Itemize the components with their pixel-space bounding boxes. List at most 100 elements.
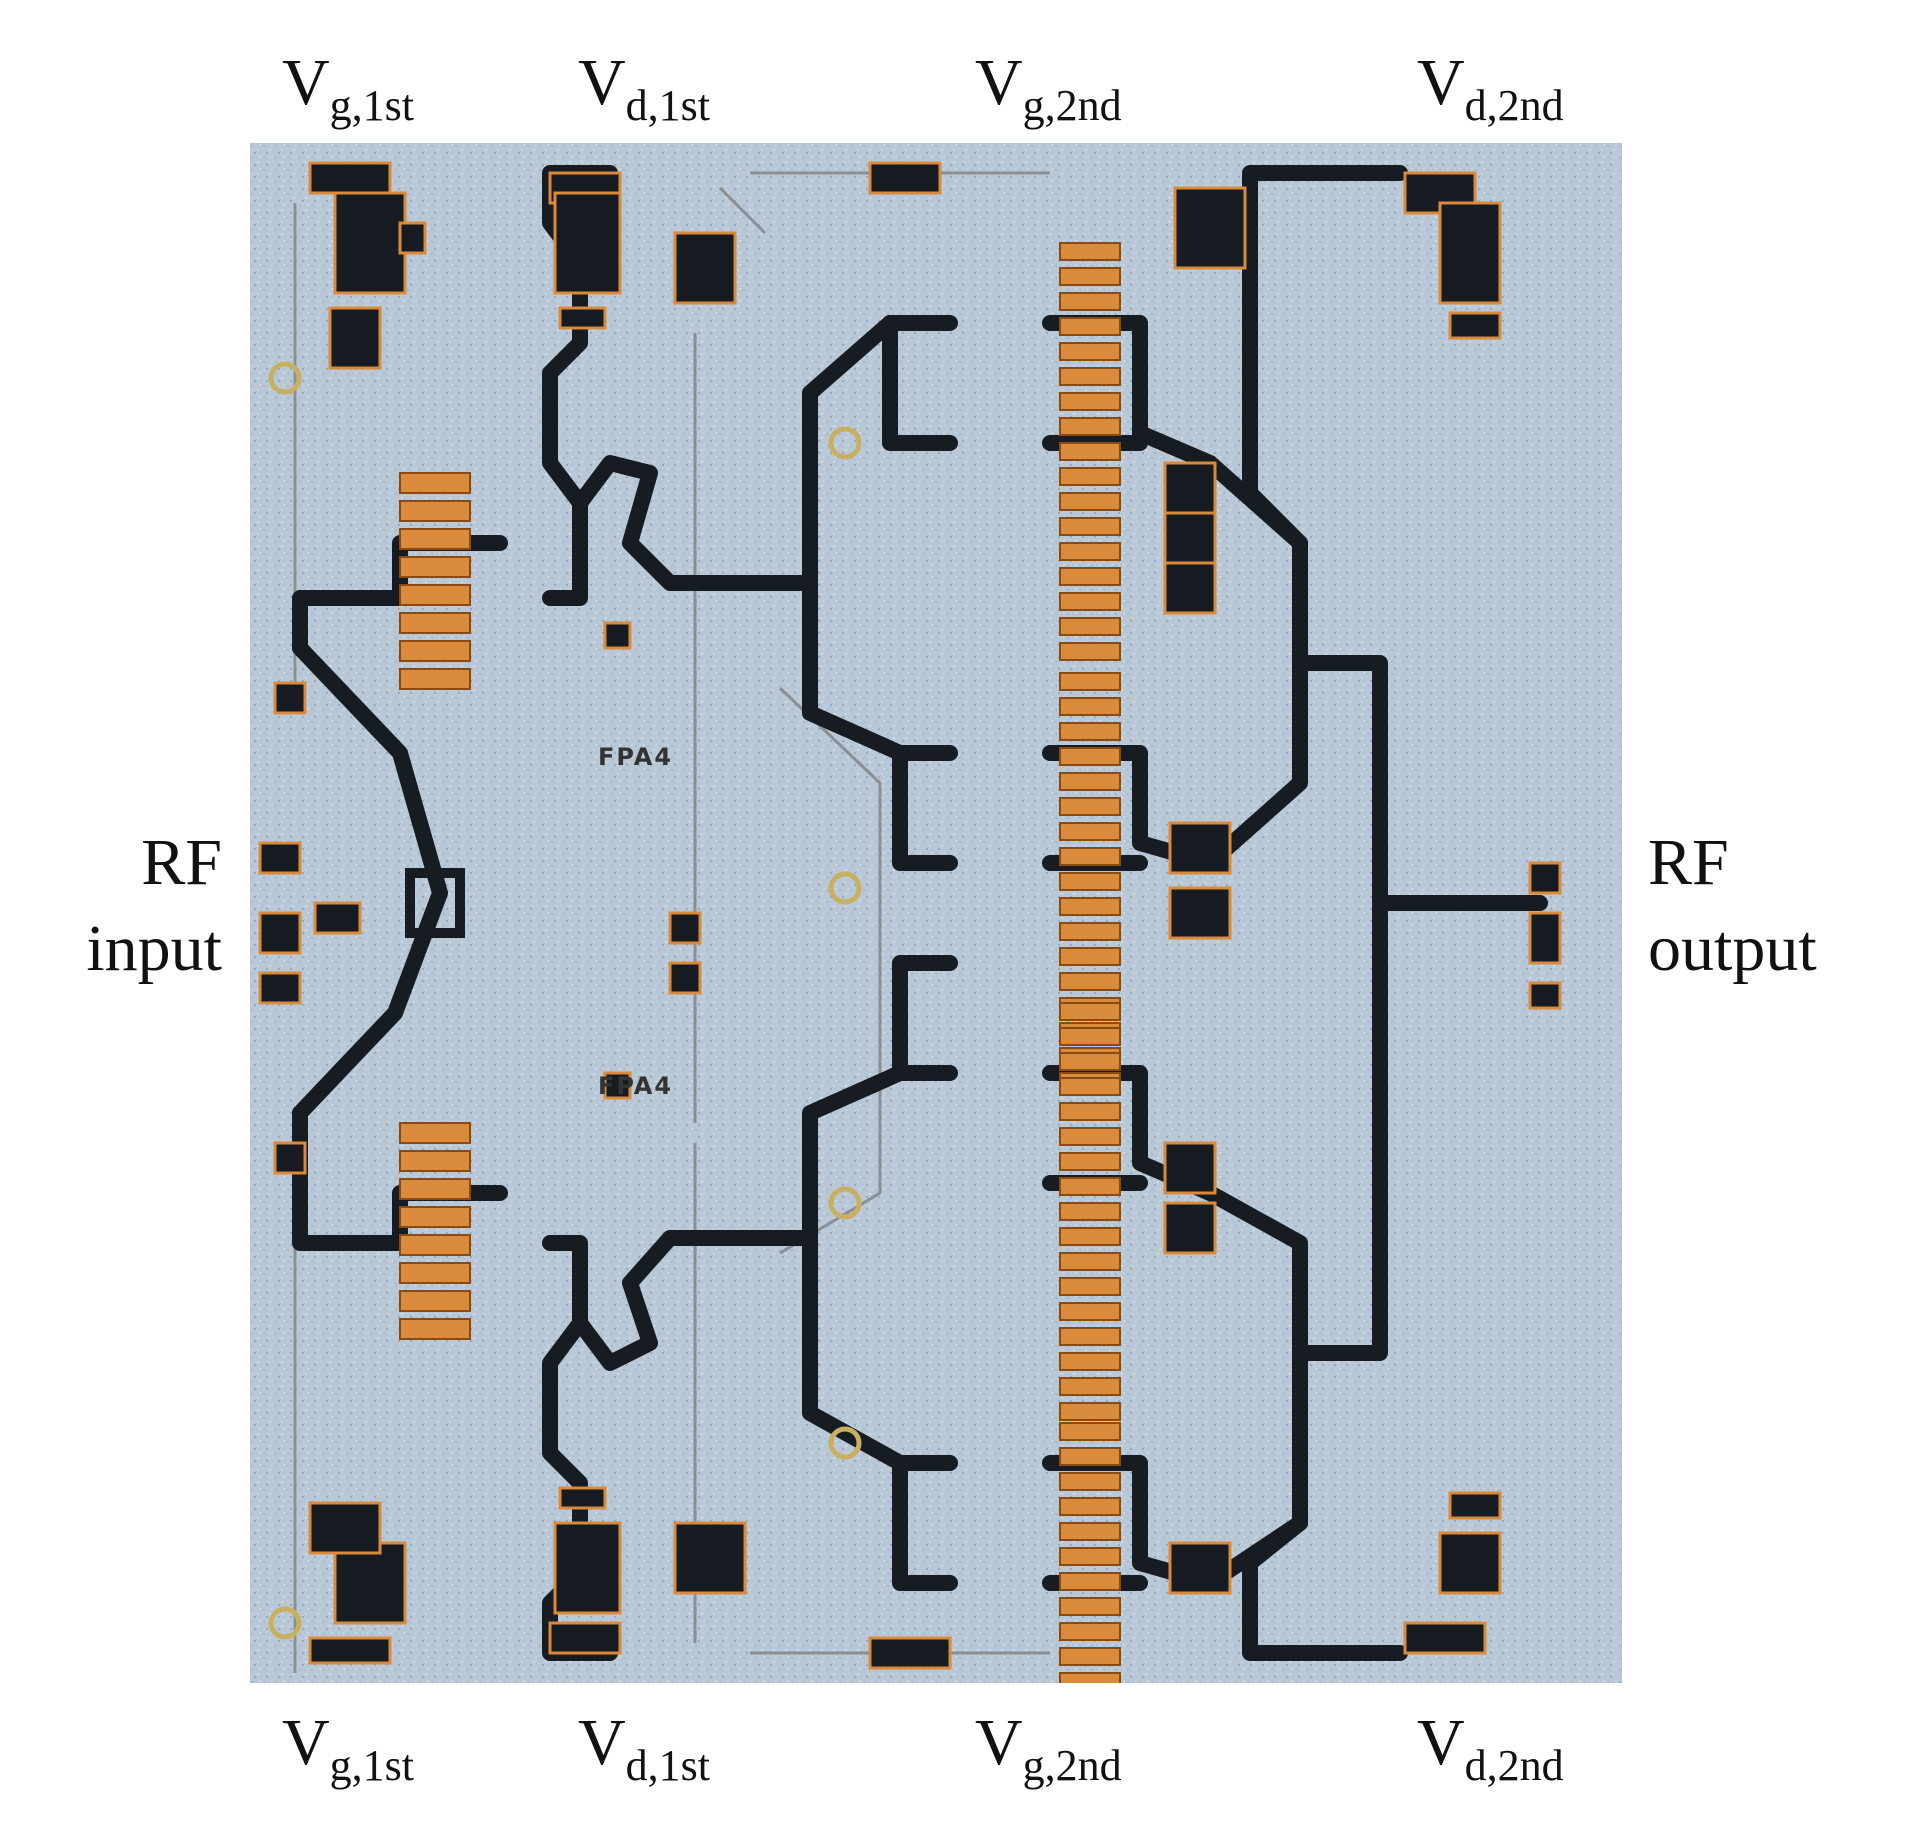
bottom-label-vg-1st: Vg,1st	[282, 1706, 415, 1790]
pad-33	[258, 911, 302, 955]
pad-5	[553, 191, 622, 295]
stage2-q3-finger-0	[1059, 1002, 1121, 1021]
stage2-q3-finger-9	[1059, 1227, 1121, 1246]
trace-14	[892, 745, 958, 871]
pad-25	[333, 1541, 407, 1625]
pad-11	[1438, 201, 1502, 305]
stage2-q1-finger-10	[1059, 492, 1121, 511]
pad-6	[558, 306, 607, 330]
stage2-q3-finger-15	[1059, 1377, 1121, 1396]
pad-1	[333, 191, 407, 295]
pad-23	[1403, 1621, 1487, 1655]
stage2-q1-finger-15	[1059, 617, 1121, 636]
stage1-lower-finger-7	[399, 1318, 471, 1340]
metal-pads	[258, 161, 1562, 1670]
pad-0	[308, 161, 392, 195]
pad-26	[308, 1501, 382, 1555]
stage2-q2-finger-11	[1059, 947, 1121, 966]
pad-15	[1163, 561, 1217, 615]
pad-21	[1438, 1531, 1502, 1595]
via-ring-4	[828, 1186, 862, 1220]
stage2-q1-finger-6	[1059, 392, 1121, 411]
stage1-upper-finger-4	[399, 584, 471, 606]
bottom-label-vg-2nd: Vg,2nd	[975, 1706, 1122, 1790]
stage2-q3-finger-14	[1059, 1352, 1121, 1371]
thin-line-3	[778, 686, 882, 1255]
stage1-lower-finger-5	[399, 1262, 471, 1284]
pad-2	[328, 306, 382, 370]
stage1-upper-finger-3	[399, 556, 471, 578]
stage2-q3-finger-12	[1059, 1302, 1121, 1321]
stage2-q1-finger-2	[1059, 292, 1121, 311]
bottom-label-vd-2nd: Vd,2nd	[1417, 1706, 1564, 1790]
rf-input-line1: RF	[141, 826, 222, 899]
pad-37	[1528, 911, 1562, 965]
stage2-q4-finger-4	[1059, 1522, 1121, 1541]
pad-12	[1448, 311, 1502, 340]
stage2-q1-finger-14	[1059, 592, 1121, 611]
bottom-label-vd-1st: Vd,1st	[578, 1706, 711, 1790]
stage2-q4-finger-9	[1059, 1647, 1121, 1666]
trace-9	[712, 315, 898, 591]
stage1-upper-finger-0	[399, 472, 471, 494]
stage2-q2-finger-0	[1059, 672, 1121, 691]
stage2-q4-finger-0	[1059, 1422, 1121, 1441]
stage1-upper-finger-7	[399, 668, 471, 690]
stage2-q3-finger-16	[1059, 1402, 1121, 1421]
rf-output-line1: RF	[1648, 826, 1729, 899]
trace-30	[1202, 655, 1308, 871]
stage2-q4-finger-2	[1059, 1472, 1121, 1491]
stage2-q1-finger-3	[1059, 317, 1121, 336]
pad-24	[673, 1521, 747, 1595]
stage2-q3-finger-1	[1059, 1027, 1121, 1046]
trace-34	[1242, 1515, 1408, 1661]
stage2-q2-finger-4	[1059, 772, 1121, 791]
pad-27	[308, 1636, 392, 1665]
top-label-vg-1st: Vg,1st	[282, 46, 415, 130]
pad-39	[668, 911, 702, 945]
via-ring-3	[828, 871, 862, 905]
stage1-lower-finger-2	[399, 1178, 471, 1200]
stage2-q2-finger-6	[1059, 822, 1121, 841]
stage2-q3-finger-6	[1059, 1152, 1121, 1171]
pad-19	[1163, 1201, 1217, 1255]
pad-32	[258, 841, 302, 875]
stage2-q3-finger-10	[1059, 1252, 1121, 1271]
pad-35	[313, 901, 362, 935]
stage1-upper-finger-2	[399, 528, 471, 550]
stage1-lower-finger-1	[399, 1150, 471, 1172]
stage2-q2-finger-1	[1059, 697, 1121, 716]
pad-28	[548, 1621, 622, 1655]
stage2-q3-finger-5	[1059, 1127, 1121, 1146]
stage2-q4-finger-10	[1059, 1672, 1121, 1683]
trace-33	[1242, 165, 1408, 551]
top-label-vd-1st: Vd,1st	[578, 46, 711, 130]
trace-0	[292, 590, 408, 656]
thin-line-2	[718, 186, 767, 235]
stage2-q3-finger-7	[1059, 1177, 1121, 1196]
stage1-upper-finger-1	[399, 500, 471, 522]
pad-38	[1528, 981, 1562, 1010]
stage2-q4-finger-3	[1059, 1497, 1121, 1516]
pad-30	[558, 1486, 607, 1510]
stage2-q2-finger-5	[1059, 797, 1121, 816]
stage2-q4-finger-8	[1059, 1622, 1121, 1641]
pad-7	[673, 231, 737, 305]
trace-10	[802, 575, 908, 761]
top-label-vg-2nd: Vg,2nd	[975, 46, 1122, 130]
pad-43	[273, 681, 307, 715]
stage2-q4-finger-5	[1059, 1547, 1121, 1566]
stage2-q4-finger-6	[1059, 1572, 1121, 1591]
stage1-lower-finger-0	[399, 1122, 471, 1144]
pad-16	[1168, 821, 1232, 875]
stage2-q1-finger-1	[1059, 267, 1121, 286]
stage2-q3-finger-4	[1059, 1102, 1121, 1121]
stage2-q2-finger-12	[1059, 972, 1121, 991]
stage2-q1-finger-16	[1059, 642, 1121, 661]
mmic-chip-photo	[250, 143, 1622, 1683]
pad-44	[273, 1141, 307, 1175]
pad-34	[258, 971, 302, 1005]
pad-41	[603, 621, 632, 650]
pad-31	[868, 1636, 952, 1670]
pad-3	[398, 221, 427, 255]
